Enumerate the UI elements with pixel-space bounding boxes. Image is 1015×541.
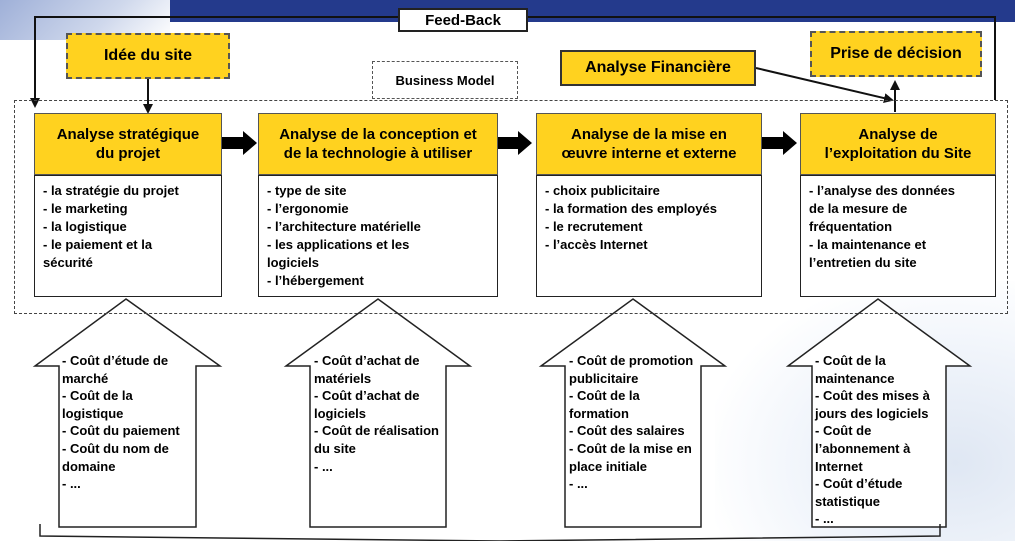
phase-title-line: Analyse de [858, 126, 938, 143]
list-item: - le recrutement [545, 219, 643, 234]
phase-design-header: Analyse de la conception et de la techno… [258, 113, 498, 175]
cost-item: matériels [314, 370, 372, 386]
cost-item: - Coût de réalisation [314, 423, 439, 439]
cost-item: - Coût du nom de [62, 440, 169, 456]
list-item: - la formation des employés [545, 201, 717, 216]
cost-item: - Coût d’achat de [314, 353, 420, 368]
idea-box: Idée du site [66, 33, 230, 79]
cost-item: - Coût du paiement [62, 423, 180, 439]
list-item: - l’ergonomie [267, 201, 349, 216]
cost-item: - Coût de [815, 423, 872, 439]
phase-arrow-2 [497, 131, 532, 155]
phase-title-line: du projet [95, 145, 161, 162]
cost-list-exploitation: - Coût de la maintenance - Coût des mise… [815, 352, 930, 528]
cost-item: - Coût de la mise en [569, 440, 692, 456]
financial-to-exploitation-arrow [755, 67, 894, 104]
feedback-text: Feed-Back [425, 11, 501, 29]
business-model-text: Business Model [395, 72, 495, 88]
list-item: - type de site [267, 183, 347, 198]
idea-label: Idée du site [103, 47, 193, 64]
list-item: l’entretien du site [809, 255, 917, 270]
list-item: logiciels [267, 255, 320, 270]
cost-item: - Coût d’achat de [314, 388, 420, 404]
cost-item: - ... [314, 458, 333, 474]
cost-item: logiciels [314, 405, 367, 421]
phase-title-line: Analyse de la conception et [279, 126, 477, 143]
phase-implementation-header: Analyse de la mise en œuvre interne et e… [536, 113, 762, 175]
phase-title-line: de la technologie à utiliser [283, 145, 473, 162]
business-model-frame [14, 100, 1008, 314]
phase-implementation-details: - choix publicitaire - la formation des … [536, 175, 762, 297]
cost-arrow-2 [283, 298, 473, 528]
cost-item: - Coût d’étude de [62, 353, 169, 368]
cost-item: maintenance [815, 370, 895, 386]
cost-arrow-4 [785, 298, 973, 528]
cost-item: statistique [815, 493, 881, 509]
cost-arrow-1 [32, 298, 223, 528]
list-item: - l’accès Internet [545, 237, 648, 252]
list-item: - le marketing [43, 201, 128, 216]
cost-item: formation [569, 405, 629, 421]
cost-arrow-shapes [32, 298, 973, 528]
cost-item: l’abonnement à [815, 440, 911, 456]
cost-item: publicitaire [569, 370, 639, 386]
cost-item: - Coût des mises à [815, 388, 930, 404]
business-model-label: Business Model [372, 61, 518, 99]
phase-exploitation-header: Analyse de l’exploitation du Site [800, 113, 996, 175]
list-item: - l’hébergement [267, 273, 364, 288]
list-item: - l’analyse des données [809, 183, 955, 198]
cost-item: Internet [815, 458, 863, 474]
list-item: - le paiement et la [43, 237, 153, 252]
cost-item: - Coût de la [62, 388, 133, 404]
cost-item: - Coût d’étude [815, 476, 903, 492]
cost-item: logistique [62, 405, 124, 421]
cost-item: - ... [62, 476, 81, 492]
phase-design-details: - type de site - l’ergonomie - l’archite… [258, 175, 498, 297]
phase-title-line: Analyse de la mise en [571, 126, 727, 143]
cost-item: jours des logiciels [815, 405, 929, 421]
list-item: - l’architecture matérielle [267, 219, 421, 234]
list-item: sécurité [43, 255, 93, 270]
financial-analysis-box: Analyse Financière [560, 50, 756, 86]
cost-item: - Coût des salaires [569, 423, 685, 439]
phase-arrow-3 [762, 131, 797, 155]
decision-label: Prise de décision [830, 45, 962, 62]
list-item: - choix publicitaire [545, 183, 660, 198]
feedback-label: Feed-Back [398, 8, 528, 32]
cost-item: - Coût de la [569, 388, 640, 404]
cost-item: du site [314, 440, 356, 456]
list-item: - la logistique [43, 219, 127, 234]
list-item: fréquentation [809, 219, 893, 234]
cost-item: domaine [62, 458, 116, 474]
phase-title-line: l’exploitation du Site [824, 145, 972, 162]
cost-item: - ... [569, 476, 588, 492]
phase-strategy-header: Analyse stratégique du projet [34, 113, 222, 175]
decision-box: Prise de décision [810, 31, 982, 77]
list-item: - les applications et les [267, 237, 410, 252]
cost-list-design: - Coût d’achat de matériels - Coût d’ach… [314, 352, 439, 475]
cost-item: place initiale [569, 458, 648, 474]
list-item: - la maintenance et [809, 237, 927, 252]
cost-item: - Coût de la [815, 353, 886, 368]
phase-arrow-1 [222, 131, 257, 155]
phase-title-line: Analyse stratégique [56, 126, 200, 143]
feedback-loop-line [35, 16, 996, 106]
cost-item: - ... [815, 511, 834, 527]
cost-item: marché [62, 370, 109, 386]
phase-exploitation-details: - l’analyse des données de la mesure de … [800, 175, 996, 297]
phase-strategy-details: - la stratégie du projet - le marketing … [34, 175, 222, 297]
cost-list-strategy: - Coût d’étude de marché - Coût de la lo… [62, 352, 180, 493]
phase-title-line: œuvre interne et externe [561, 145, 737, 162]
cost-arrow-3 [538, 298, 728, 528]
bottom-brace [39, 524, 941, 541]
list-item: - la stratégie du projet [43, 183, 179, 198]
list-item: de la mesure de [809, 201, 908, 216]
financial-analysis-text: Analyse Financière [585, 59, 731, 76]
cost-list-implementation: - Coût de promotion publicitaire - Coût … [569, 352, 693, 493]
cost-item: - Coût de promotion [569, 353, 694, 368]
